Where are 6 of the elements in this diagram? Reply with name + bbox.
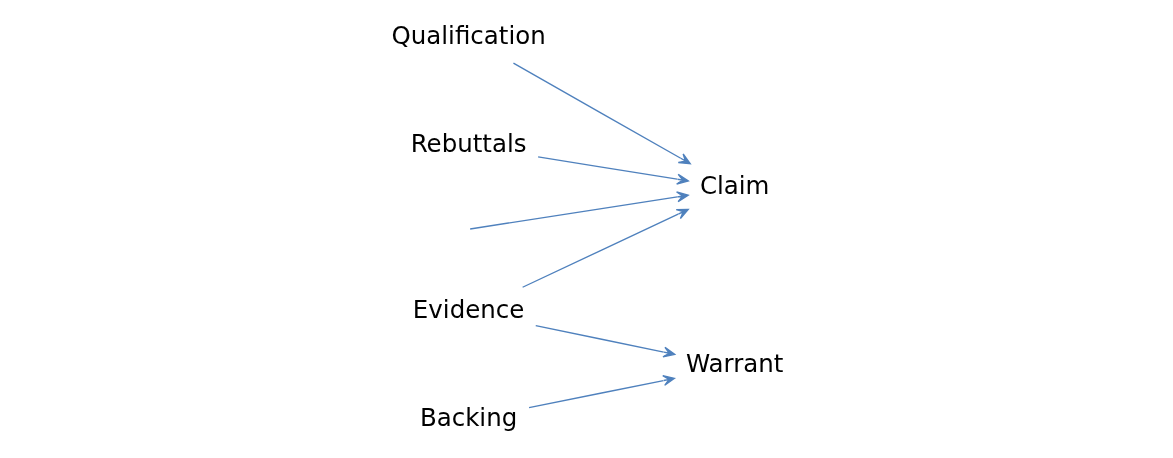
node-text: Warrant [685, 349, 783, 379]
node-text: Claim [699, 171, 769, 201]
node-text: Rebuttals [410, 128, 526, 158]
node-text: Qualification [391, 21, 546, 51]
node-text: Backing [419, 402, 517, 432]
node-text: Evidence [412, 295, 524, 325]
